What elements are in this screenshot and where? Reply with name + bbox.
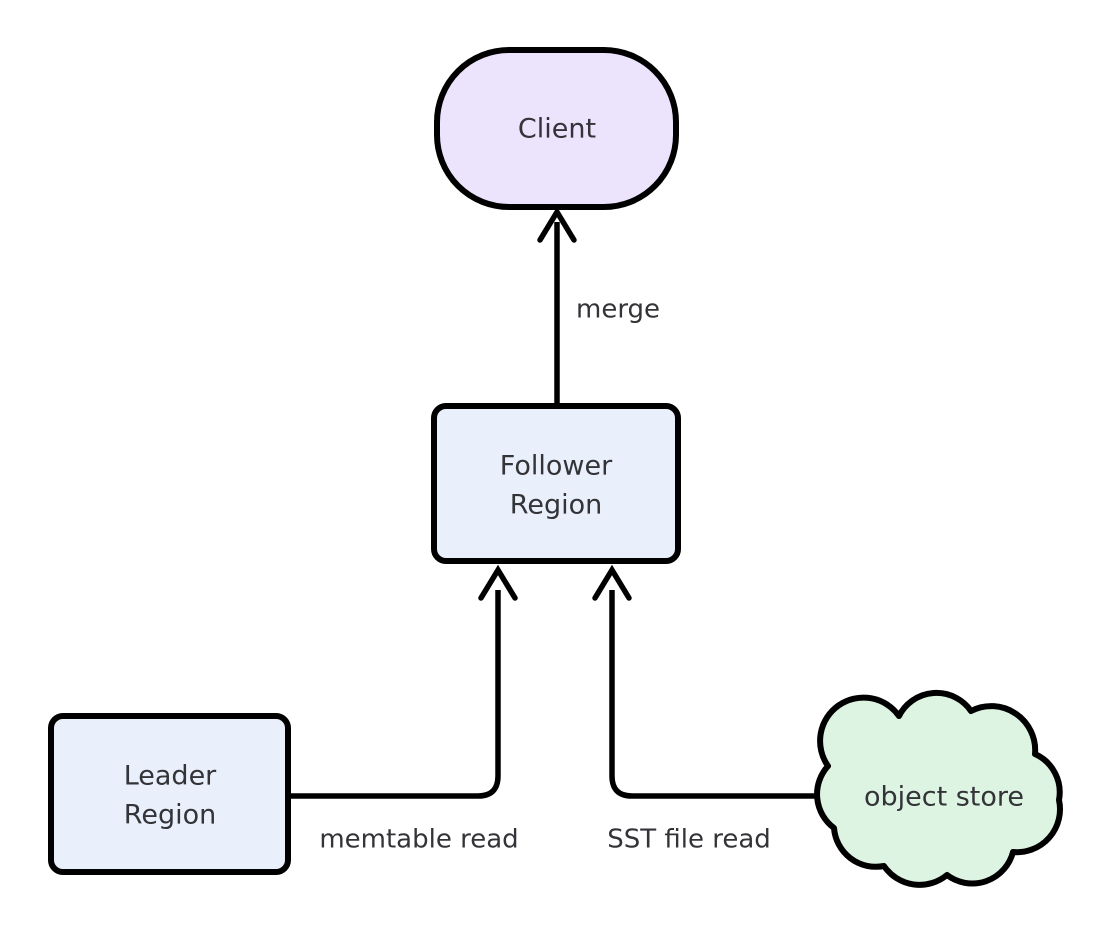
edge-sst-file-read: SST file read (592, 564, 816, 855)
edge-memtable-read-label: memtable read (319, 825, 518, 855)
node-follower-region-label-line2: Region (510, 490, 602, 521)
edge-merge-label: merge (576, 295, 660, 325)
edge-sst-file-read-label: SST file read (607, 825, 771, 855)
node-object-store-shape[interactable] (814, 689, 1063, 888)
node-leader-region[interactable]: Leader Region (48, 713, 291, 875)
node-client-shape[interactable] (434, 47, 679, 210)
edge-sst-file-read-line (609, 590, 816, 799)
edge-sst-file-read-arrowhead (592, 564, 632, 601)
edge-merge-arrowhead (537, 206, 577, 243)
edge-merge: merge (537, 206, 660, 404)
node-follower-region-shape[interactable] (431, 403, 681, 564)
node-object-store[interactable]: object store (814, 689, 1063, 888)
node-follower-region-label-line1: Follower (500, 451, 613, 482)
node-object-store-label: object store (864, 782, 1024, 813)
edge-memtable-read-arrowhead (478, 564, 518, 601)
edge-memtable-read: memtable read (290, 564, 519, 855)
node-follower-region[interactable]: Follower Region (431, 403, 681, 564)
node-leader-region-label-line2: Region (124, 800, 216, 831)
node-leader-region-label-line1: Leader (124, 761, 217, 792)
node-client-label: Client (518, 114, 596, 145)
edge-memtable-read-line (290, 590, 501, 799)
node-client[interactable]: Client (434, 47, 679, 210)
node-leader-region-shape[interactable] (48, 713, 291, 875)
